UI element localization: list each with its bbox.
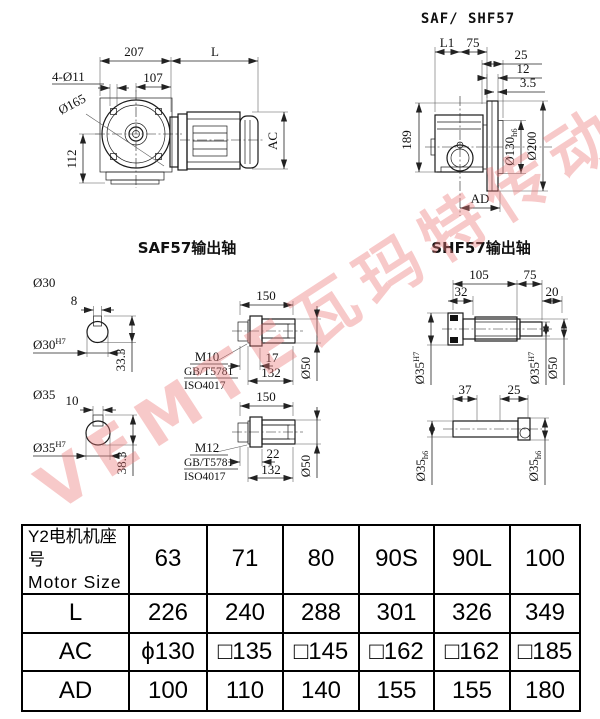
shf-dim32: 32 — [455, 284, 468, 299]
saf-bore35-section: Ø35 10 Ø35H7 38.3 — [33, 387, 137, 476]
dim-112: 112 — [64, 149, 79, 168]
shaft2-thread: M12 — [195, 440, 220, 455]
shaft1-od: Ø50 — [298, 357, 313, 379]
table-cell: ϕ130 — [128, 631, 208, 672]
shaft1-standard1: GB/T5781 — [184, 366, 233, 378]
dim-189: 189 — [399, 130, 414, 150]
size-column: 90L — [433, 524, 511, 595]
table-cell: □162 — [358, 631, 435, 672]
bore30-label: Ø30 — [33, 275, 55, 290]
shaft2-length: 150 — [256, 389, 276, 404]
dim-207: 207 — [124, 44, 144, 59]
dim-130: Ø130h6 — [502, 128, 519, 165]
size-column: 63 — [128, 524, 208, 595]
shf-dim25: 25 — [508, 382, 521, 397]
dim-bolt-holes: 4-Ø11 — [52, 69, 85, 84]
table-cell: □145 — [282, 631, 360, 672]
dim-25: 25 — [515, 47, 528, 62]
side-view-drawing: L1 75 25 12 3.5 189 Ø130h6 Ø200 A — [399, 35, 552, 216]
dim-200: Ø200 — [524, 132, 539, 161]
shaft1-dim132: 132 — [261, 365, 281, 380]
depth-33-3: 33.3 — [113, 349, 128, 372]
shf-bottom-shaft: 37 25 Ø35h6 Ø35h6 — [413, 382, 549, 485]
table-cell: 155 — [433, 669, 511, 712]
shf-dim37: 37 — [459, 382, 473, 397]
page-title: SAF/ SHF57 — [421, 11, 515, 27]
dim-107: 107 — [143, 70, 163, 85]
key-width-10: 10 — [66, 393, 79, 408]
dim-flange-diameter: Ø165 — [56, 91, 89, 118]
saf-section-title: SAF57输出轴 — [138, 239, 237, 257]
table-row: L 226 240 288 301 326 349 — [21, 592, 581, 634]
bore30-fit: Ø30H7 — [33, 336, 66, 352]
depth-38-3: 38.3 — [114, 452, 129, 475]
table-cell: 288 — [282, 592, 360, 634]
table-cell: 140 — [282, 669, 360, 712]
dim-L1: L1 — [440, 35, 454, 50]
table-cell: 240 — [206, 592, 284, 634]
table-cell: 326 — [433, 592, 511, 634]
table-cell: 180 — [509, 669, 581, 712]
table-row: AC ϕ130 □135 □145 □162 □162 □185 — [21, 631, 581, 672]
saf-hollow-shaft-m10: 150 M10 GB/T5781 ISO4017 17 132 Ø50 — [184, 288, 321, 392]
shaft2-od: Ø50 — [298, 455, 313, 477]
table-cell: 349 — [509, 592, 581, 634]
motor-size-header: Y2电机机座号 Motor Size — [21, 524, 130, 595]
size-column: 71 — [206, 524, 284, 595]
motor-size-header-cn: Y2电机机座号 — [28, 527, 117, 569]
table-cell: 100 — [128, 669, 208, 712]
shf-bot-right-fit: Ø35h6 — [526, 451, 543, 482]
key-width-8: 8 — [71, 293, 78, 308]
table-cell: 301 — [358, 592, 435, 634]
shaft1-length: 150 — [256, 288, 276, 303]
dim-75: 75 — [467, 35, 480, 50]
table-cell: □162 — [433, 631, 511, 672]
shf-dim20: 20 — [546, 284, 559, 299]
size-column: 100 — [509, 524, 581, 595]
motor-size-header-en: Motor Size — [28, 571, 122, 592]
shf-bot-left-fit: Ø35h6 — [413, 451, 430, 482]
front-view-drawing: 207 L 107 4-Ø11 Ø165 112 AC — [52, 44, 288, 188]
shaft1-standard2: ISO4017 — [184, 380, 226, 392]
shaft2-dim22: 22 — [267, 446, 280, 461]
shf-top-shaft: 105 75 32 20 Ø35H7 Ø35H7 Ø50 — [411, 267, 568, 385]
dim-L: L — [211, 44, 219, 59]
shaft2-standard2: ISO4017 — [184, 471, 226, 483]
shaft2-standard1: GB/T5781 — [184, 457, 233, 469]
table-cell: 110 — [206, 669, 284, 712]
dim-AD: AD — [471, 191, 490, 206]
table-cell: 155 — [358, 669, 435, 712]
shf-left-fit: Ø35H7 — [411, 352, 427, 385]
size-column: 90S — [358, 524, 435, 595]
row-label: AD — [21, 669, 130, 712]
table-cell: □185 — [509, 631, 581, 672]
saf-bore30-section: Ø30 8 Ø30H7 33.3 — [33, 275, 136, 372]
shaft1-dim17: 17 — [266, 350, 280, 365]
bore35-label: Ø35 — [33, 387, 55, 402]
dim-AC: AC — [265, 132, 280, 150]
dimension-table: Y2电机机座号 Motor Size 63 71 80 90S 90L 100 … — [21, 524, 581, 712]
dim-12: 12 — [517, 61, 530, 76]
table-row: AD 100 110 140 155 155 180 — [21, 669, 581, 712]
shaft1-thread: M10 — [195, 349, 220, 364]
size-column: 80 — [282, 524, 360, 595]
shf-dim105: 105 — [469, 267, 489, 282]
table-cell: □135 — [206, 631, 284, 672]
shaft2-dim132: 132 — [261, 462, 281, 477]
table-cell: 226 — [128, 592, 208, 634]
table-header-row: Y2电机机座号 Motor Size 63 71 80 90S 90L 100 — [21, 524, 581, 595]
shf-right-fit: Ø35H7 — [526, 352, 542, 385]
saf-hollow-shaft-m12: 150 M12 GB/T5781 ISO4017 22 132 Ø50 — [184, 389, 321, 483]
bore35-fit: Ø35H7 — [33, 439, 66, 455]
shf-dim75: 75 — [524, 267, 537, 282]
shf-od50: Ø50 — [545, 357, 560, 379]
row-label: L — [21, 592, 130, 634]
dim-3-5: 3.5 — [520, 75, 536, 90]
shf-section-title: SHF57输出轴 — [431, 239, 530, 257]
row-label: AC — [21, 631, 130, 672]
